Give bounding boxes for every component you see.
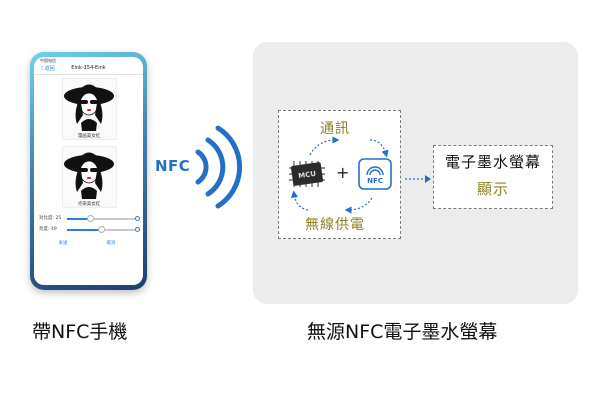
eink-screen-title: 電子墨水螢幕 [444, 153, 541, 171]
contrast-slider-row: 对比度: 25 [39, 214, 140, 223]
nfc-label: NFC [155, 157, 191, 175]
nfc-chip-text: NFC [367, 177, 383, 185]
contrast-slider[interactable] [67, 215, 135, 222]
contrast-label: 对比度: 25 [39, 216, 62, 221]
eink-image-preview-2[interactable]: 点染美女红 [62, 146, 117, 208]
arrow-right-icon [405, 175, 431, 183]
phone-screen: 中国电信 〈 返回 Eink-154-Eink 漫画美女红 [34, 57, 143, 285]
eink-display-box [433, 145, 553, 209]
eink-image-preview-1[interactable]: 漫画美女红 [62, 78, 117, 140]
nfc-chip-icon: NFC [358, 158, 392, 190]
contrast-slider-end-icon [135, 216, 140, 221]
loop-arrows-icon [290, 136, 389, 214]
cancel-button[interactable]: 取消 [106, 241, 116, 246]
display-label: 顯示 [476, 180, 509, 198]
brightness-slider[interactable] [67, 226, 135, 233]
status-bar: 中国电信 [40, 58, 56, 63]
woman-portrait-icon: 漫画美女红 [64, 84, 114, 139]
nfc-waves-icon [195, 125, 242, 209]
plus-sign: + [336, 163, 350, 182]
contrast-slider-knob[interactable] [87, 215, 95, 222]
mcu-chip-icon: MCU [289, 161, 325, 187]
phone-caption: 帶NFC手機 [32, 321, 128, 343]
phone-button-row: 发送 取消 [34, 239, 143, 249]
image-caption-2: 点染美女红 [78, 200, 101, 207]
image-caption-1: 漫画美女红 [78, 132, 101, 139]
brightness-label: 亮度: 49 [39, 227, 57, 232]
wireless-power-label: 無線供電 [305, 217, 365, 233]
app-nav-bar: 〈 返回 Eink-154-Eink [34, 64, 143, 75]
contrast-slider-fill [67, 218, 91, 220]
back-button[interactable]: 〈 返回 [38, 66, 55, 72]
brightness-slider-end-icon [135, 227, 140, 232]
mcu-text: MCU [298, 170, 317, 180]
woman-portrait-icon: 点染美女红 [64, 152, 114, 207]
communication-label: 通訊 [320, 121, 350, 137]
eink-caption: 無源NFC電子墨水螢幕 [307, 321, 498, 343]
send-button[interactable]: 发送 [58, 241, 68, 246]
app-title: Eink-154-Eink [71, 65, 106, 71]
smartphone: 中国电信 〈 返回 Eink-154-Eink 漫画美女红 [30, 52, 147, 290]
brightness-slider-row: 亮度: 49 [39, 225, 140, 234]
brightness-slider-knob[interactable] [97, 226, 105, 233]
brightness-slider-fill [67, 229, 101, 231]
